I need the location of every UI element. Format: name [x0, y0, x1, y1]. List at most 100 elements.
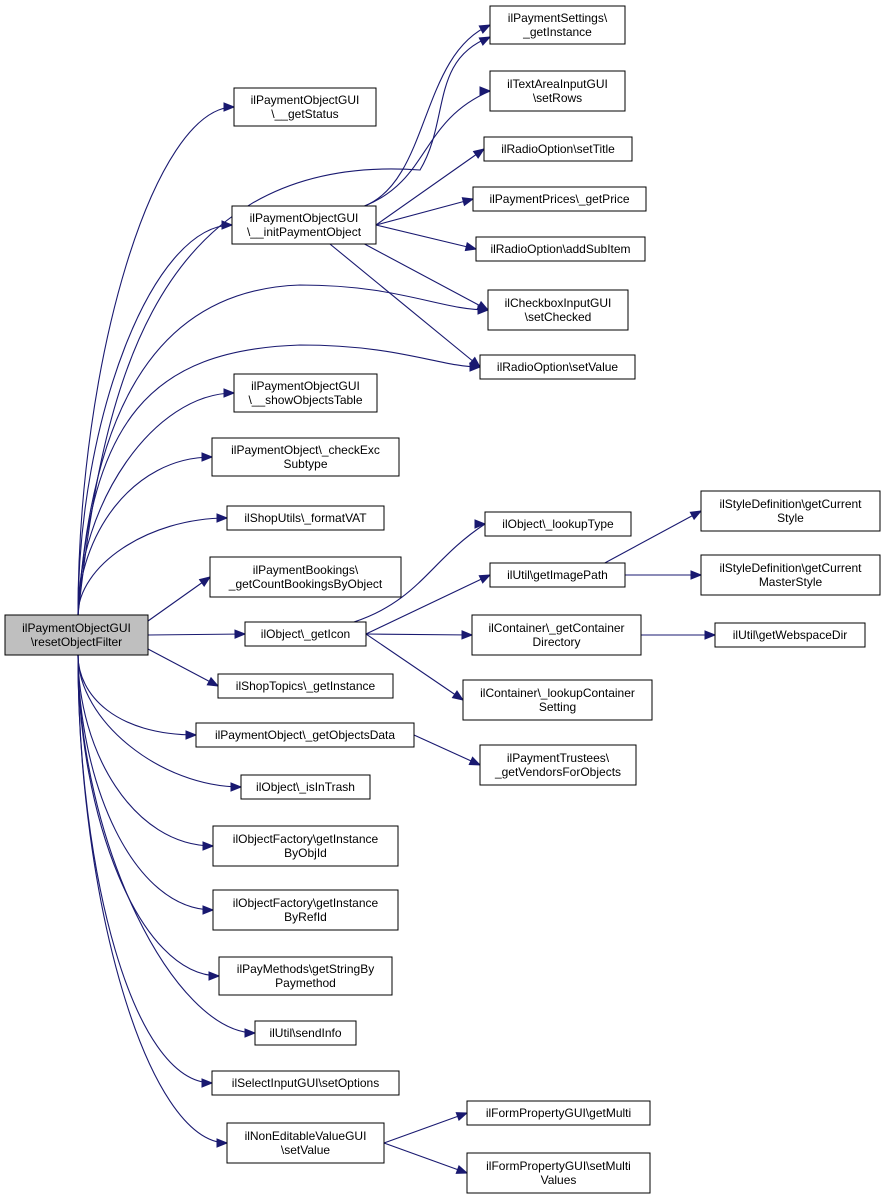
node-isInTrash[interactable]: ilObject\_isInTrash: [240, 774, 371, 800]
node-getMulti[interactable]: ilFormPropertyGUI\getMulti: [466, 1100, 651, 1126]
node-showObjectsTable[interactable]: ilPaymentObjectGUI\__showObjectsTable: [233, 373, 378, 413]
node-initPaymentObject[interactable]: ilPaymentObjectGUI\__initPaymentObject: [231, 205, 377, 245]
node-resetObjectFilter[interactable]: ilPaymentObjectGUI\resetObjectFilter: [4, 614, 149, 656]
node-box: [231, 205, 377, 245]
node-box: [226, 505, 385, 531]
node-box: [233, 87, 377, 127]
arrowhead-getMulti: [455, 1112, 469, 1122]
node-sendInfo[interactable]: ilUtil\sendInfo: [254, 1020, 357, 1046]
edge-getIcon-to-getContainerDirectory: [365, 633, 473, 636]
node-label-line: ilStyleDefinition\getCurrent: [719, 561, 862, 575]
arrowhead-getInstanceByObjId: [202, 841, 215, 851]
node-setChecked[interactable]: ilCheckboxInputGUI\setChecked: [487, 289, 629, 331]
node-label-line: Directory: [532, 635, 580, 649]
node-box: [714, 622, 866, 648]
node-getPrice[interactable]: ilPaymentPrices\_getPrice: [472, 186, 647, 212]
node-label-line: ilFormPropertyGUI\setMulti: [486, 1159, 631, 1173]
node-setOptions[interactable]: ilSelectInputGUI\setOptions: [211, 1070, 400, 1096]
node-label-line: ilPaymentObject\_checkExc: [231, 443, 380, 457]
node-label-line: ilShopTopics\_getInstance: [236, 679, 376, 693]
node-box: [700, 490, 881, 532]
node-label-line: \setChecked: [525, 310, 592, 324]
node-radioSetTitle[interactable]: ilRadioOption\setTitle: [483, 136, 633, 162]
arrowhead-getPrice: [461, 197, 475, 207]
node-label-line: ilPaymentBookings\: [253, 563, 359, 577]
edge-resetObjectFilter-to-showObjectsTable: [77, 392, 235, 616]
node-lookupType[interactable]: ilObject\_lookupType: [484, 511, 632, 537]
node-label-line: ilFormPropertyGUI\getMulti: [486, 1106, 631, 1120]
arrowhead-paymentSettingsGetInstance: [478, 24, 492, 34]
node-box: [209, 556, 402, 598]
node-label-line: Style: [777, 511, 804, 525]
node-addSubItem[interactable]: ilRadioOption\addSubItem: [475, 236, 646, 262]
edge-initPaymentObject-to-radioSetTitle: [375, 148, 485, 226]
edge-getImagePath-to-getCurrentStyle: [604, 510, 702, 564]
node-box: [466, 1100, 651, 1126]
node-getImagePath[interactable]: ilUtil\getImagePath: [489, 562, 626, 588]
edge-initPaymentObject-to-radioSetValue: [329, 243, 481, 368]
arrowhead-getObjectsData: [185, 730, 198, 740]
node-label-line: ilStyleDefinition\getCurrent: [719, 497, 862, 511]
node-box: [475, 236, 646, 262]
node-label-line: ilPaymentSettings\: [508, 11, 608, 25]
node-formatVAT[interactable]: ilShopUtils\_formatVAT: [226, 505, 385, 531]
arrowhead-setMultiValues: [455, 1164, 469, 1174]
edge-getIcon-to-getImagePath: [365, 574, 491, 635]
node-label-line: ilNonEditableValueGUI: [245, 1129, 367, 1143]
node-getObjectsData[interactable]: ilPaymentObject\_getObjectsData: [195, 722, 415, 748]
node-label-line: Setting: [539, 700, 576, 714]
node-label-line: Values: [541, 1173, 577, 1187]
edge-initPaymentObject-to-setRows: [364, 90, 491, 207]
node-getWebspaceDir[interactable]: ilUtil\getWebspaceDir: [714, 622, 866, 648]
node-nonEditableSetValue[interactable]: ilNonEditableValueGUI\setValue: [226, 1122, 385, 1164]
node-getVendorsForObjects[interactable]: ilPaymentTrustees\_getVendorsForObjects: [479, 744, 637, 786]
edge-resetObjectFilter-to-getCountBookings: [147, 576, 211, 622]
node-getCountBookings[interactable]: ilPaymentBookings\_getCountBookingsByObj…: [209, 556, 402, 598]
node-box: [483, 136, 633, 162]
arrowhead-setRows: [479, 86, 492, 96]
node-box: [244, 621, 367, 647]
node-box: [211, 1070, 400, 1096]
node-label-line: MasterStyle: [759, 575, 823, 589]
node-shopTopicsGetInstance[interactable]: ilShopTopics\_getInstance: [217, 673, 394, 699]
edge-resetObjectFilter-to-setChecked: [77, 284, 489, 616]
node-box: [211, 437, 400, 477]
node-label-line: ilPaymentObjectGUI: [251, 379, 360, 393]
node-label-line: ilPaymentPrices\_getPrice: [489, 192, 629, 206]
node-label-line: ilContainer\_getContainer: [488, 621, 624, 635]
node-label-line: \__getStatus: [271, 107, 338, 121]
nodes-layer: ilPaymentObjectGUI\resetObjectFilter ilPa…: [4, 5, 881, 1194]
node-box: [254, 1020, 357, 1046]
arrowhead-radioSetValue: [468, 356, 482, 368]
edge-resetObjectFilter-to-setOptions: [77, 654, 213, 1084]
node-getStatus[interactable]: ilPaymentObjectGUI\__getStatus: [233, 87, 377, 127]
node-box: [212, 825, 399, 867]
node-setRows[interactable]: ilTextAreaInputGUI\setRows: [489, 70, 626, 112]
node-label-line: ilSelectInputGUI\setOptions: [232, 1076, 379, 1090]
arrowhead-lookupType: [474, 519, 487, 529]
node-box: [4, 614, 149, 656]
arrowhead-getCountBookings: [198, 576, 212, 587]
arrowhead-sendInfo: [244, 1028, 257, 1038]
node-radioSetValue[interactable]: ilRadioOption\setValue: [479, 354, 636, 380]
edge-resetObjectFilter-to-sendInfo: [77, 654, 256, 1034]
node-label-line: ilPaymentObjectGUI: [251, 93, 360, 107]
node-label-line: ilUtil\getWebspaceDir: [733, 628, 848, 642]
node-box: [471, 614, 642, 656]
edge-nonEditableSetValue-to-setMultiValues: [383, 1142, 468, 1174]
node-label-line: ilPaymentObjectGUI: [250, 211, 359, 225]
node-paymentSettingsGetInstance[interactable]: ilPaymentSettings\_getInstance: [489, 5, 626, 45]
node-box: [700, 554, 881, 596]
node-getIcon[interactable]: ilObject\_getIcon: [244, 621, 367, 647]
node-label-line: ilObject\_lookupType: [502, 517, 614, 531]
